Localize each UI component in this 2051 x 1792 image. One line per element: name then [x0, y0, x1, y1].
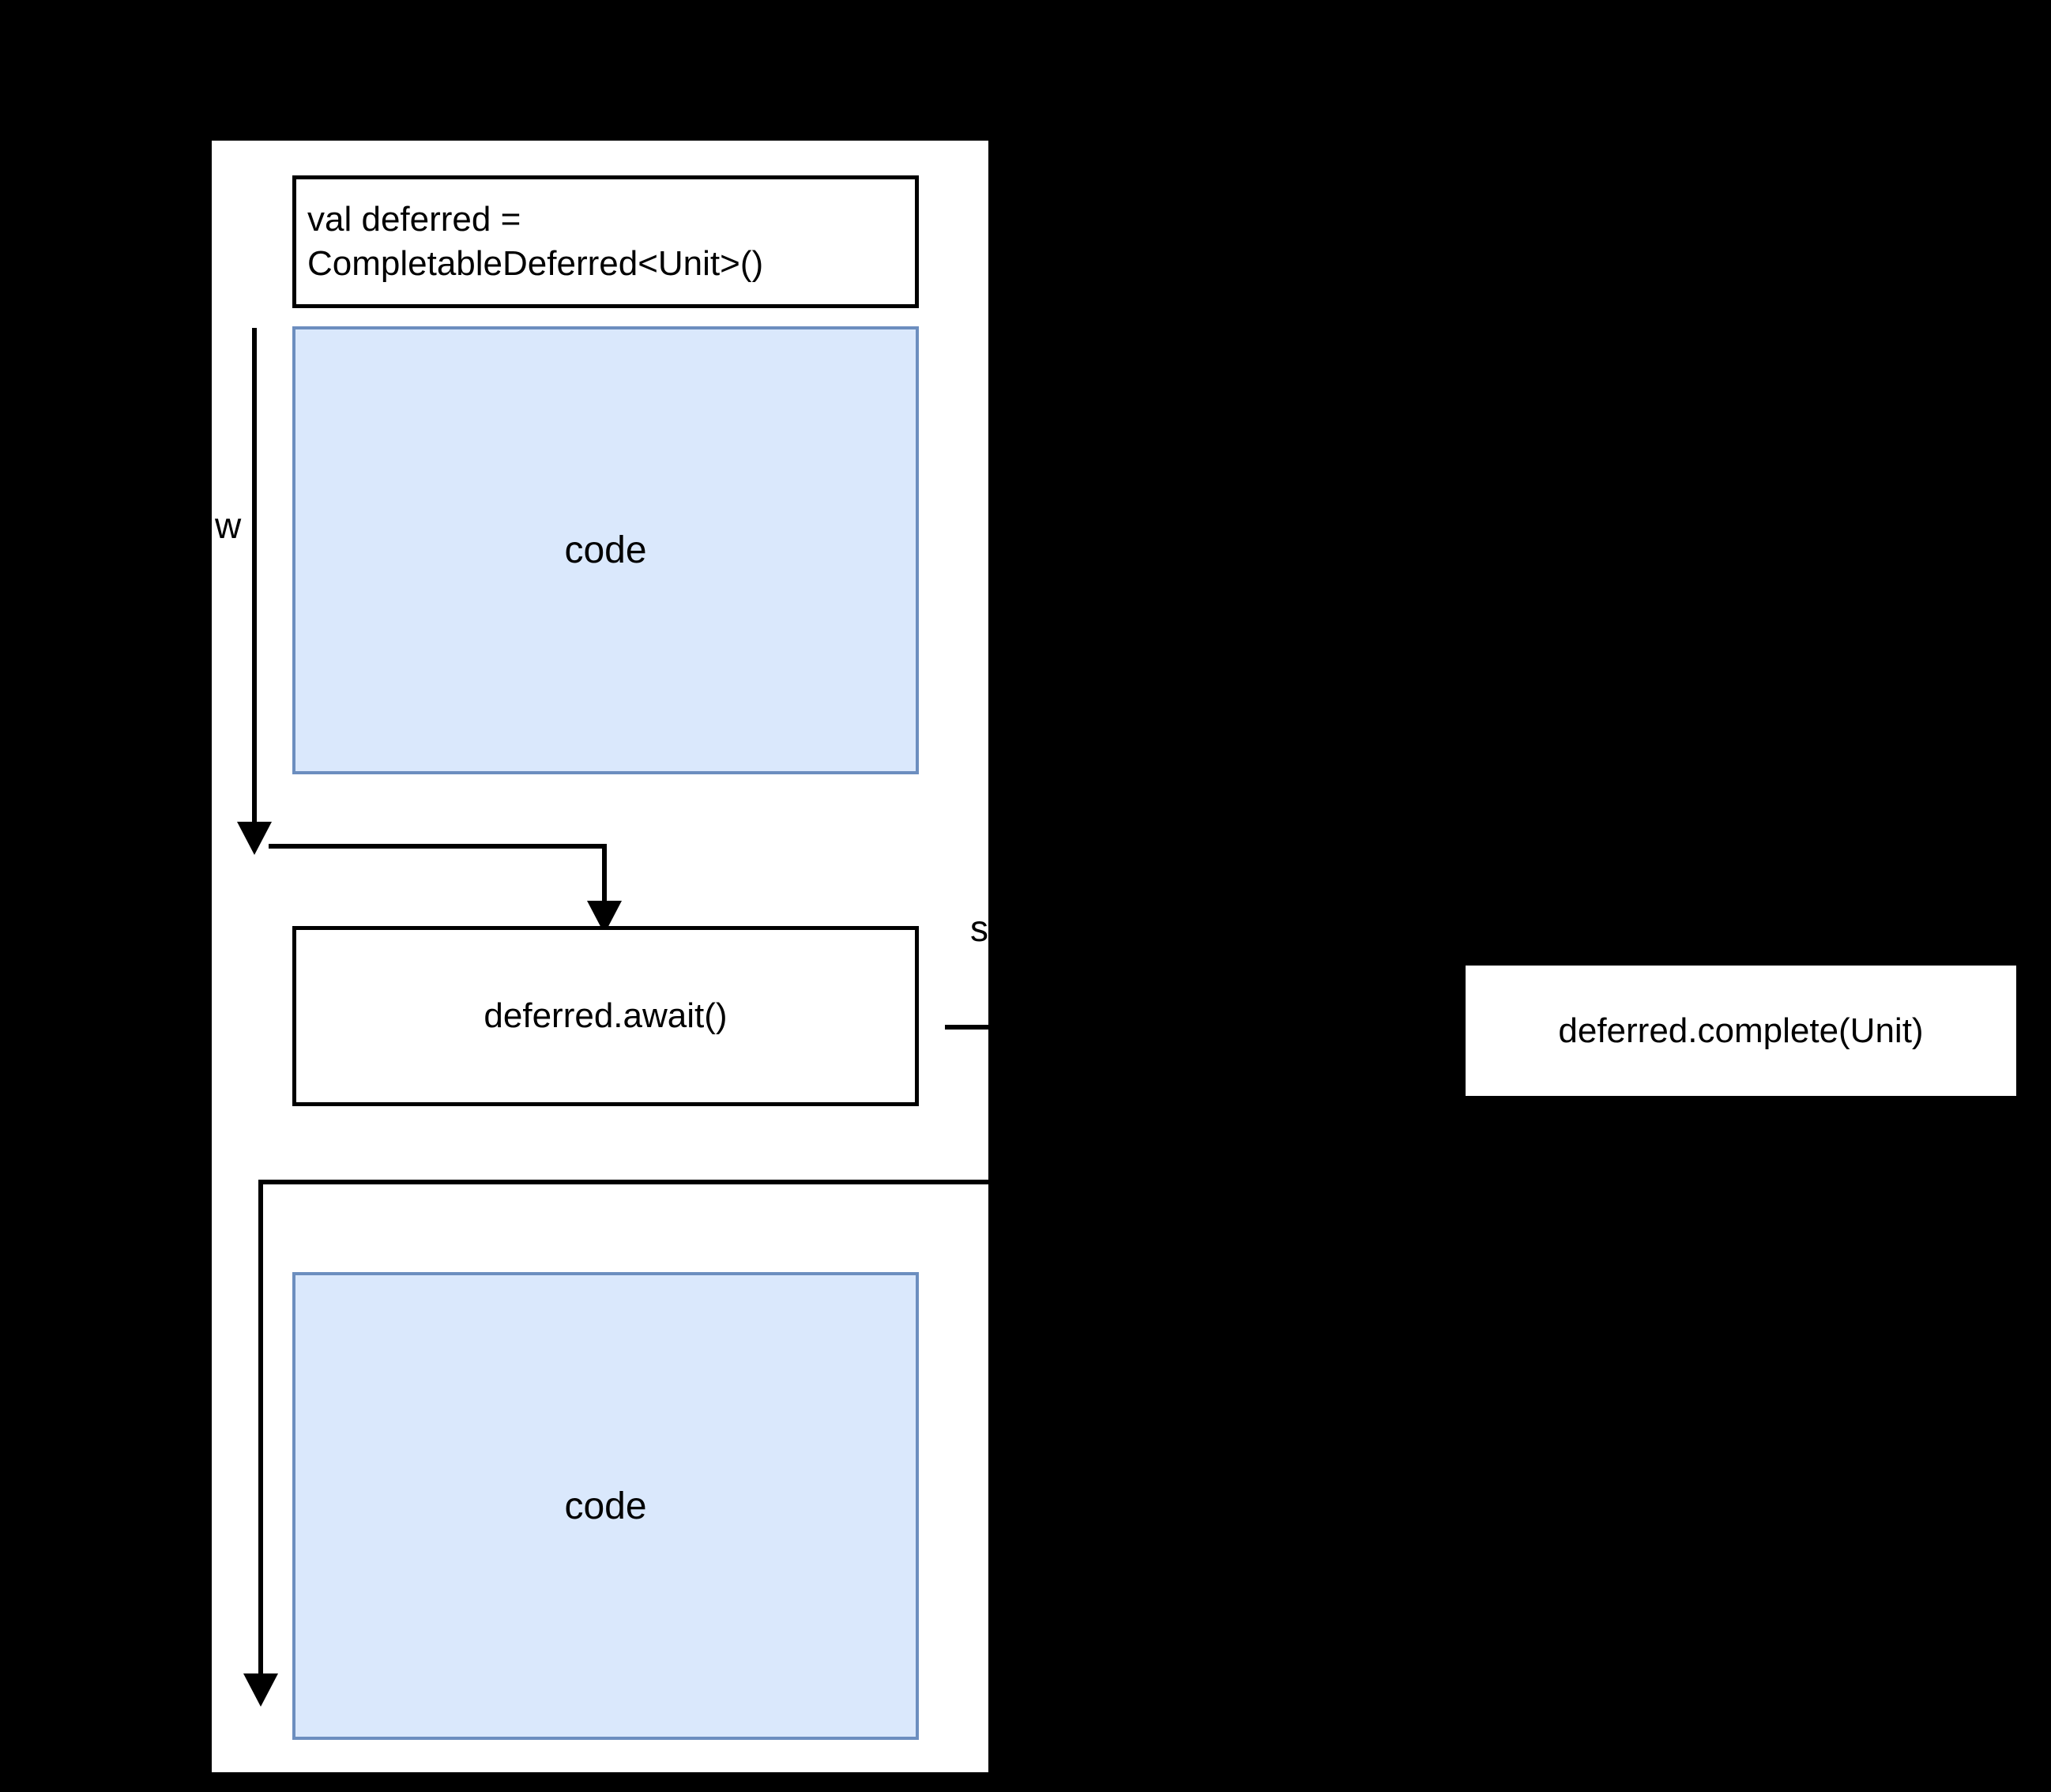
edge-label-signal: s: [970, 908, 988, 949]
flow-arrowhead-lower: [243, 1673, 278, 1707]
flow-line-vertical-upper: [252, 328, 257, 826]
signal-line-to-await: [945, 1025, 989, 1030]
flow-line-vertical-to-await: [602, 844, 607, 924]
node-code-before-await[interactable]: code: [292, 326, 919, 774]
edge-label-wait: w: [215, 505, 242, 546]
node-deferred-complete[interactable]: deferred.complete(Unit): [1466, 966, 2016, 1096]
flow-line-vertical-lower: [258, 1180, 263, 1677]
flow-line-horizontal-lower: [258, 1180, 988, 1184]
node-code-after-await[interactable]: code: [292, 1272, 919, 1740]
node-deferred-await[interactable]: deferred.await(): [292, 926, 919, 1106]
flow-line-horizontal-to-await: [269, 844, 607, 849]
flow-arrowhead-upper: [237, 822, 272, 855]
node-declare-deferred[interactable]: val deferred = CompletableDeferred<Unit>…: [292, 175, 919, 308]
